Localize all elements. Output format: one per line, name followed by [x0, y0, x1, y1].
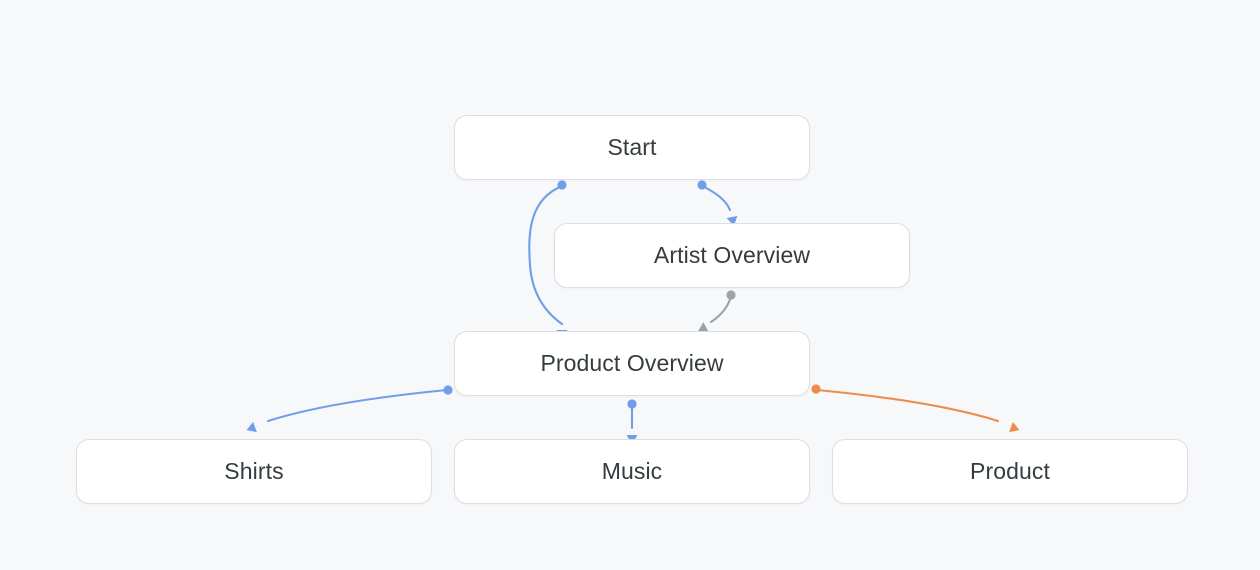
edge-source-dot [697, 180, 707, 190]
edge-product-overview-to-shirts [246, 385, 453, 433]
edge-product-overview-to-product [811, 384, 1020, 433]
node-label: Product [970, 458, 1050, 484]
edge-product-overview-to-music [626, 399, 638, 444]
edge-path [709, 294, 733, 324]
node-music[interactable]: Music [454, 439, 810, 504]
node-product[interactable]: Product [832, 439, 1188, 504]
node-shirts[interactable]: Shirts [76, 439, 432, 504]
node-label: Product Overview [540, 350, 724, 376]
node-artist-overview[interactable]: Artist Overview [554, 223, 910, 288]
edge-start-to-artist-overview [697, 180, 738, 226]
edge-source-dot [811, 384, 821, 394]
edge-source-dot [443, 385, 453, 395]
edge-source-dot [726, 290, 736, 300]
edge-arrowhead [1009, 421, 1020, 433]
node-product-overview[interactable]: Product Overview [454, 331, 810, 396]
node-label: Artist Overview [653, 242, 811, 268]
node-label: Shirts [224, 458, 284, 484]
node-label: Start [607, 134, 657, 160]
edge-artist-overview-to-product-overview [698, 290, 736, 332]
edge-arrowhead [246, 421, 257, 433]
edge-path [701, 184, 732, 212]
node-label: Music [601, 458, 663, 484]
node-start[interactable]: Start [454, 115, 810, 180]
edge-source-dot [627, 399, 637, 409]
edge-path [815, 388, 1000, 423]
edge-path [266, 388, 449, 423]
edge-source-dot [557, 180, 567, 190]
